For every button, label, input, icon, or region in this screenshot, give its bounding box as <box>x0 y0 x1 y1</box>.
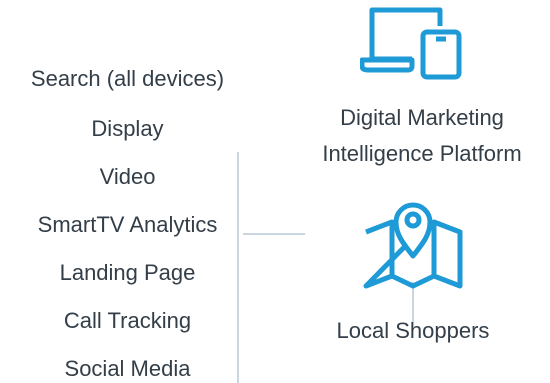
vertical-connector <box>237 152 239 383</box>
channel-landing-page: Landing Page <box>59 260 196 285</box>
map-pin-icon <box>363 202 463 289</box>
channel-smarttv: SmartTV Analytics <box>37 212 218 237</box>
map-connector <box>412 282 414 322</box>
laptop-phone-icon <box>360 7 462 80</box>
channel-social-media: Social Media <box>64 356 191 381</box>
platform-label-line2: Intelligence Platform <box>322 141 522 166</box>
platform-label-line1: Digital Marketing <box>340 105 504 130</box>
channel-video: Video <box>99 164 156 189</box>
channel-call-tracking: Call Tracking <box>63 308 192 333</box>
channel-display: Display <box>91 116 164 141</box>
horizontal-connector <box>243 233 305 235</box>
channel-search: Search (all devices) <box>30 66 225 91</box>
local-shoppers-label: Local Shoppers <box>336 318 490 343</box>
